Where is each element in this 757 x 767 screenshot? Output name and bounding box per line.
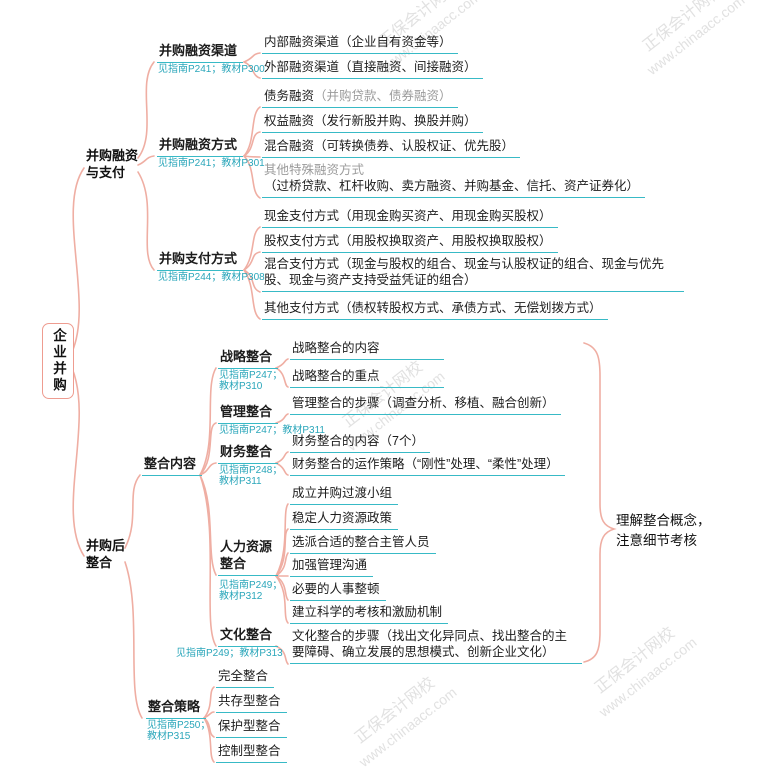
node-strategic-content: 战略整合的内容	[290, 340, 444, 360]
ref-management-integration: 见指南P247；教材P311	[219, 425, 325, 436]
ref-strategy-line1: 见指南P250；	[147, 720, 211, 731]
branch-post-merger-integration: 并购后 整合	[86, 537, 125, 571]
ref-financing-channels-text: 见指南P241；教材P300	[158, 64, 265, 75]
hr-label-line2: 整合	[220, 556, 247, 571]
other-special-financing-detail: （过桥贷款、杠杆收购、卖方融资、并购基金、信托、资产证券化）	[264, 179, 640, 193]
node-management-steps: 管理整合的步骤（调查分析、移植、融合创新）	[290, 395, 561, 415]
ref-financing-channels: 见指南P241；教材P300	[158, 64, 265, 75]
node-management-integration-label: 管理整合	[218, 403, 279, 424]
node-hr-transition-team: 成立并购过渡小组	[290, 485, 399, 505]
branch-financing-line1: 并购融资	[86, 148, 139, 163]
node-cash-payment: 现金支付方式（用现金购买资产、用现金购买股权）	[262, 208, 558, 228]
ref-cultural-integration: 见指南P249；教材P313	[176, 648, 283, 659]
ref-payment-methods: 见指南P244；教材P308	[158, 272, 265, 283]
node-payment-methods-label: 并购支付方式	[157, 250, 244, 271]
node-mixed-financing: 混合融资（可转换债券、认股权证、优先股）	[262, 138, 521, 158]
annotation-note: 理解整合概念， 注意细节考核	[616, 511, 711, 551]
annotation-note-line2: 注意细节考核	[616, 533, 697, 548]
node-control-integration: 控制型整合	[216, 743, 287, 763]
node-equity-payment: 股权支付方式（用股权换取资产、用股权换取股权）	[262, 233, 558, 253]
branch-financing-and-payment: 并购融资 与支付	[86, 147, 138, 181]
node-hr-communication: 加强管理沟通	[290, 557, 374, 577]
node-hr-integration-label: 人力资源 整合	[218, 538, 279, 576]
ref-cultural-text: 见指南P249；教材P313	[176, 648, 283, 659]
hr-label-line1: 人力资源	[220, 539, 273, 554]
watermark: 正保会计网校 www.chinaacc.com	[342, 666, 462, 767]
node-protective-integration: 保护型整合	[216, 718, 287, 738]
node-hr-stable-policy: 稳定人力资源政策	[290, 510, 399, 530]
watermark: 正保会计网校 www.chinaacc.com	[582, 616, 702, 722]
ref-hr-line1: 见指南P249；	[219, 580, 283, 591]
node-hr-incentive-system: 建立科学的考核和激励机制	[290, 604, 449, 624]
root-node: 企业并购	[42, 323, 74, 399]
ref-financing-methods-text: 见指南P241；教材P301	[158, 158, 265, 169]
node-integration-content-label: 整合内容	[142, 455, 203, 476]
node-internal-financing: 内部融资渠道（企业自有资金等）	[262, 34, 458, 54]
node-cultural-steps: 文化整合的步骤（找出文化异同点、找出整合的主要障碍、确立发展的思想模式、创新企业…	[290, 628, 582, 664]
annotation-brace	[583, 342, 617, 663]
ref-strategic-line2: 教材P310	[219, 381, 263, 392]
node-cultural-integration-label: 文化整合	[218, 626, 279, 647]
node-strategic-focus: 战略整合的重点	[290, 368, 444, 388]
node-equity-financing: 权益融资（发行新股并购、换股并购）	[262, 113, 483, 133]
other-special-financing-label: 其他特殊融资方式	[264, 163, 365, 177]
debt-financing-text: 债务融资	[264, 89, 315, 103]
node-mixed-payment: 混合支付方式（现金与股权的组合、现金与认股权证的组合、现金与优先股、现金与资产支…	[262, 256, 684, 292]
node-coexist-integration: 共存型整合	[216, 693, 287, 713]
branch-integration-line1: 并购后	[86, 538, 126, 553]
root-label: 企业并购	[51, 328, 66, 394]
node-financial-strategy: 财务整合的运作策略（“刚性”处理、“柔性”处理）	[290, 456, 565, 476]
ref-management-text: 见指南P247；教材P311	[219, 425, 325, 436]
ref-hr-integration: 见指南P249； 教材P312	[219, 580, 282, 602]
watermark: 正保会计网校 www.chinaacc.com	[630, 0, 750, 80]
node-debt-financing: 债务融资（并购贷款、债券融资）	[262, 88, 458, 108]
debt-financing-note: （并购贷款、债券融资）	[314, 89, 452, 103]
node-hr-select-managers: 选派合适的整合主管人员	[290, 534, 436, 554]
node-financial-integration-label: 财务整合	[218, 443, 279, 464]
node-full-integration: 完全整合	[216, 668, 275, 688]
node-integration-strategy-label: 整合策略	[146, 698, 207, 719]
ref-financing-methods: 见指南P241；教材P301	[158, 158, 265, 169]
node-hr-personnel-adjustment: 必要的人事整顿	[290, 581, 386, 601]
branch-financing-line2: 与支付	[86, 165, 126, 180]
node-other-payment: 其他支付方式（债权转股权方式、承债方式、无偿划拨方式）	[262, 300, 608, 320]
ref-payment-methods-text: 见指南P244；教材P308	[158, 272, 265, 283]
ref-hr-line2: 教材P312	[219, 591, 263, 602]
ref-integration-strategy: 见指南P250； 教材P315	[147, 720, 210, 742]
ref-strategy-line2: 教材P315	[147, 731, 191, 742]
ref-financial-line2: 教材P311	[219, 476, 262, 487]
ref-strategic-integration: 见指南P247； 教材P310	[219, 370, 282, 392]
annotation-note-line1: 理解整合概念，	[616, 513, 711, 528]
branch-integration-line2: 整合	[86, 555, 113, 570]
node-strategic-integration-label: 战略整合	[218, 348, 279, 369]
node-financing-channels-label: 并购融资渠道	[157, 42, 244, 63]
node-financing-methods-label: 并购融资方式	[157, 136, 244, 157]
ref-financial-line1: 见指南P248；	[219, 465, 283, 476]
node-other-special-financing: 其他特殊融资方式 （过桥贷款、杠杆收购、卖方融资、并购基金、信托、资产证券化）	[262, 162, 646, 198]
ref-strategic-line1: 见指南P247；	[219, 370, 283, 381]
node-financial-content: 财务整合的内容（7个）	[290, 433, 430, 453]
node-external-financing: 外部融资渠道（直接融资、间接融资）	[262, 59, 483, 79]
ref-financial-integration: 见指南P248； 教材P311	[219, 465, 282, 487]
